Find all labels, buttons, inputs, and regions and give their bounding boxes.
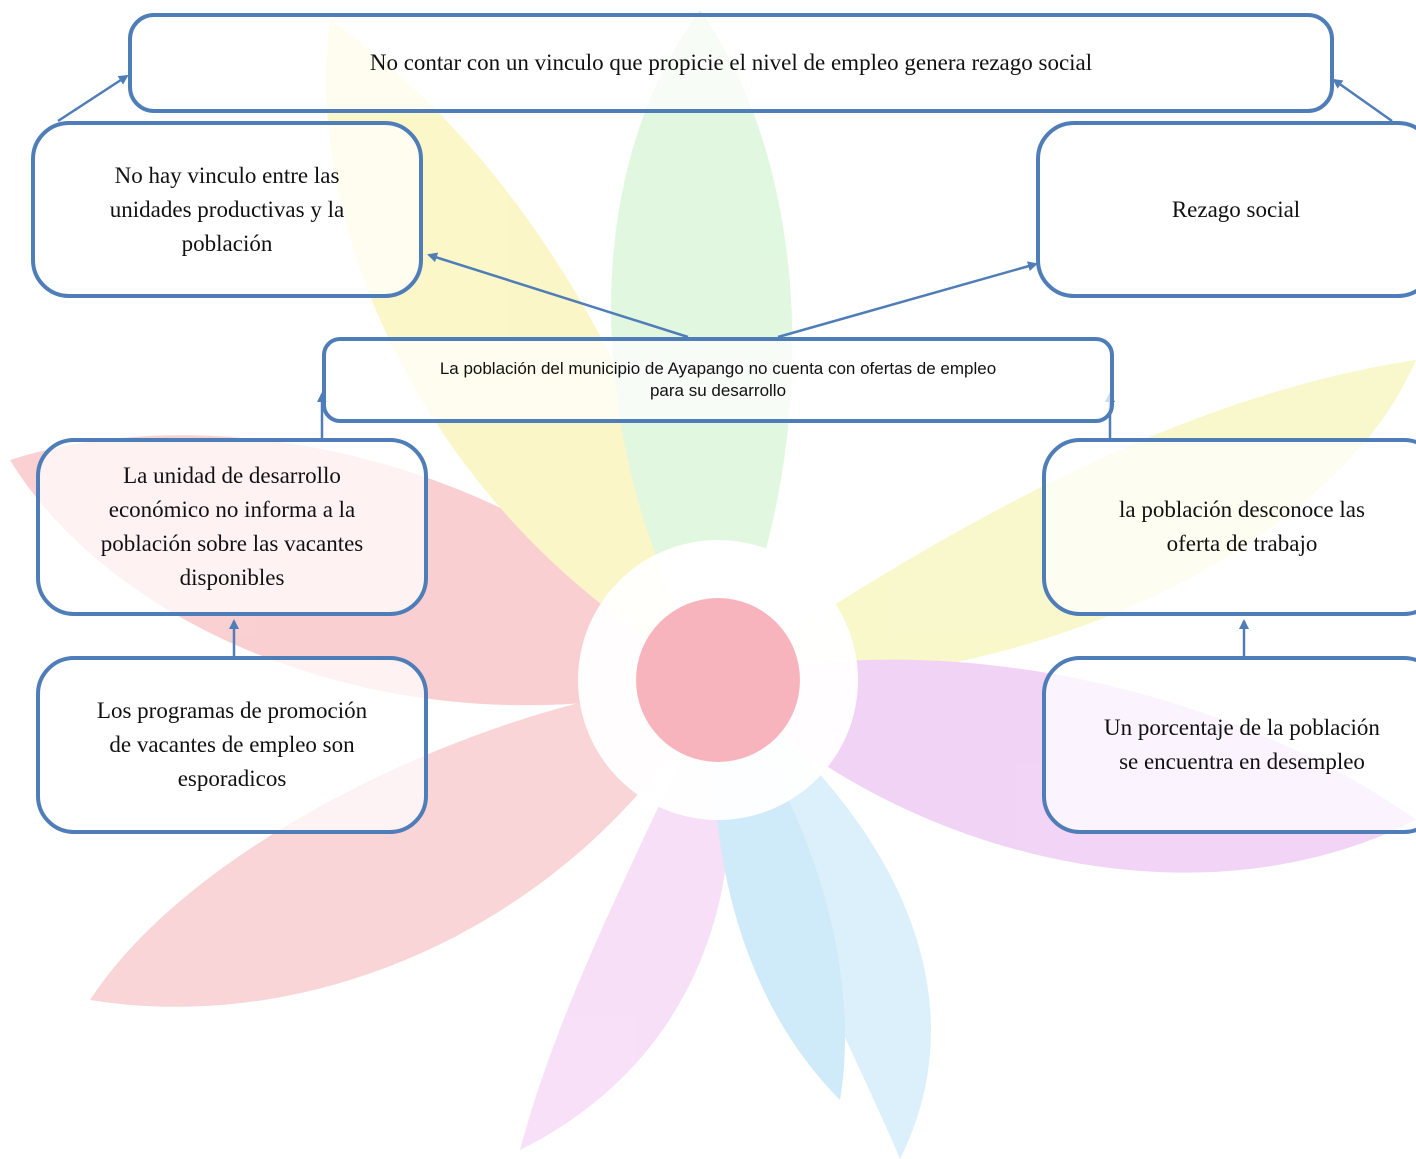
arrow-mid-to-right xyxy=(777,261,1038,339)
root-left-box: Los programas de promoción de vacantes d… xyxy=(36,656,428,834)
effect-right-box: Rezago social xyxy=(1036,121,1416,298)
cause-right-line: la población desconoce las xyxy=(1119,497,1365,522)
effect-left-line: unidades productivas y la xyxy=(109,196,345,222)
arrow-mid-to-left xyxy=(427,252,689,339)
effect-left-box: No hay vinculo entre las unidades produc… xyxy=(31,121,423,298)
arrow-right-to-top xyxy=(1332,78,1393,123)
petal-red-lower xyxy=(90,680,718,1007)
cause-left-box: La unidad de desarrollo económico no inf… xyxy=(36,438,428,616)
effect-left-line: población xyxy=(181,230,273,256)
cause-right-box: la población desconoce las oferta de tra… xyxy=(1042,438,1416,616)
root-left-line: de vacantes de empleo son xyxy=(109,732,355,757)
cause-left-line: La unidad de desarrollo xyxy=(123,463,341,488)
cause-left-line: económico no informa a la xyxy=(108,497,356,522)
cause-left-line: disponibles xyxy=(179,565,285,590)
cause-left-line: población sobre las vacantes xyxy=(100,531,364,556)
root-left-line: Los programas de promoción xyxy=(96,698,368,723)
effect-right-text: Rezago social xyxy=(1171,196,1301,222)
cause-right-line: oferta de trabajo xyxy=(1166,531,1318,556)
root-left-line: esporadicos xyxy=(177,766,287,791)
root-right-line: Un porcentaje de la población xyxy=(1104,715,1380,740)
central-problem-line: para su desarrollo xyxy=(649,381,787,400)
root-right-box: Un porcentaje de la población se encuent… xyxy=(1042,656,1416,834)
central-problem-box: La población del municipio de Ayapango n… xyxy=(322,337,1114,423)
arrow-left-to-top xyxy=(57,74,129,123)
flower-center xyxy=(636,598,800,762)
effect-main-text: No contar con un vinculo que propicie el… xyxy=(369,50,1093,75)
root-right-line: se encuentra en desempleo xyxy=(1119,749,1365,774)
effect-left-line: No hay vinculo entre las xyxy=(114,162,340,188)
effect-main-box: No contar con un vinculo que propicie el… xyxy=(128,13,1334,113)
central-problem-line: La población del municipio de Ayapango n… xyxy=(439,359,997,378)
